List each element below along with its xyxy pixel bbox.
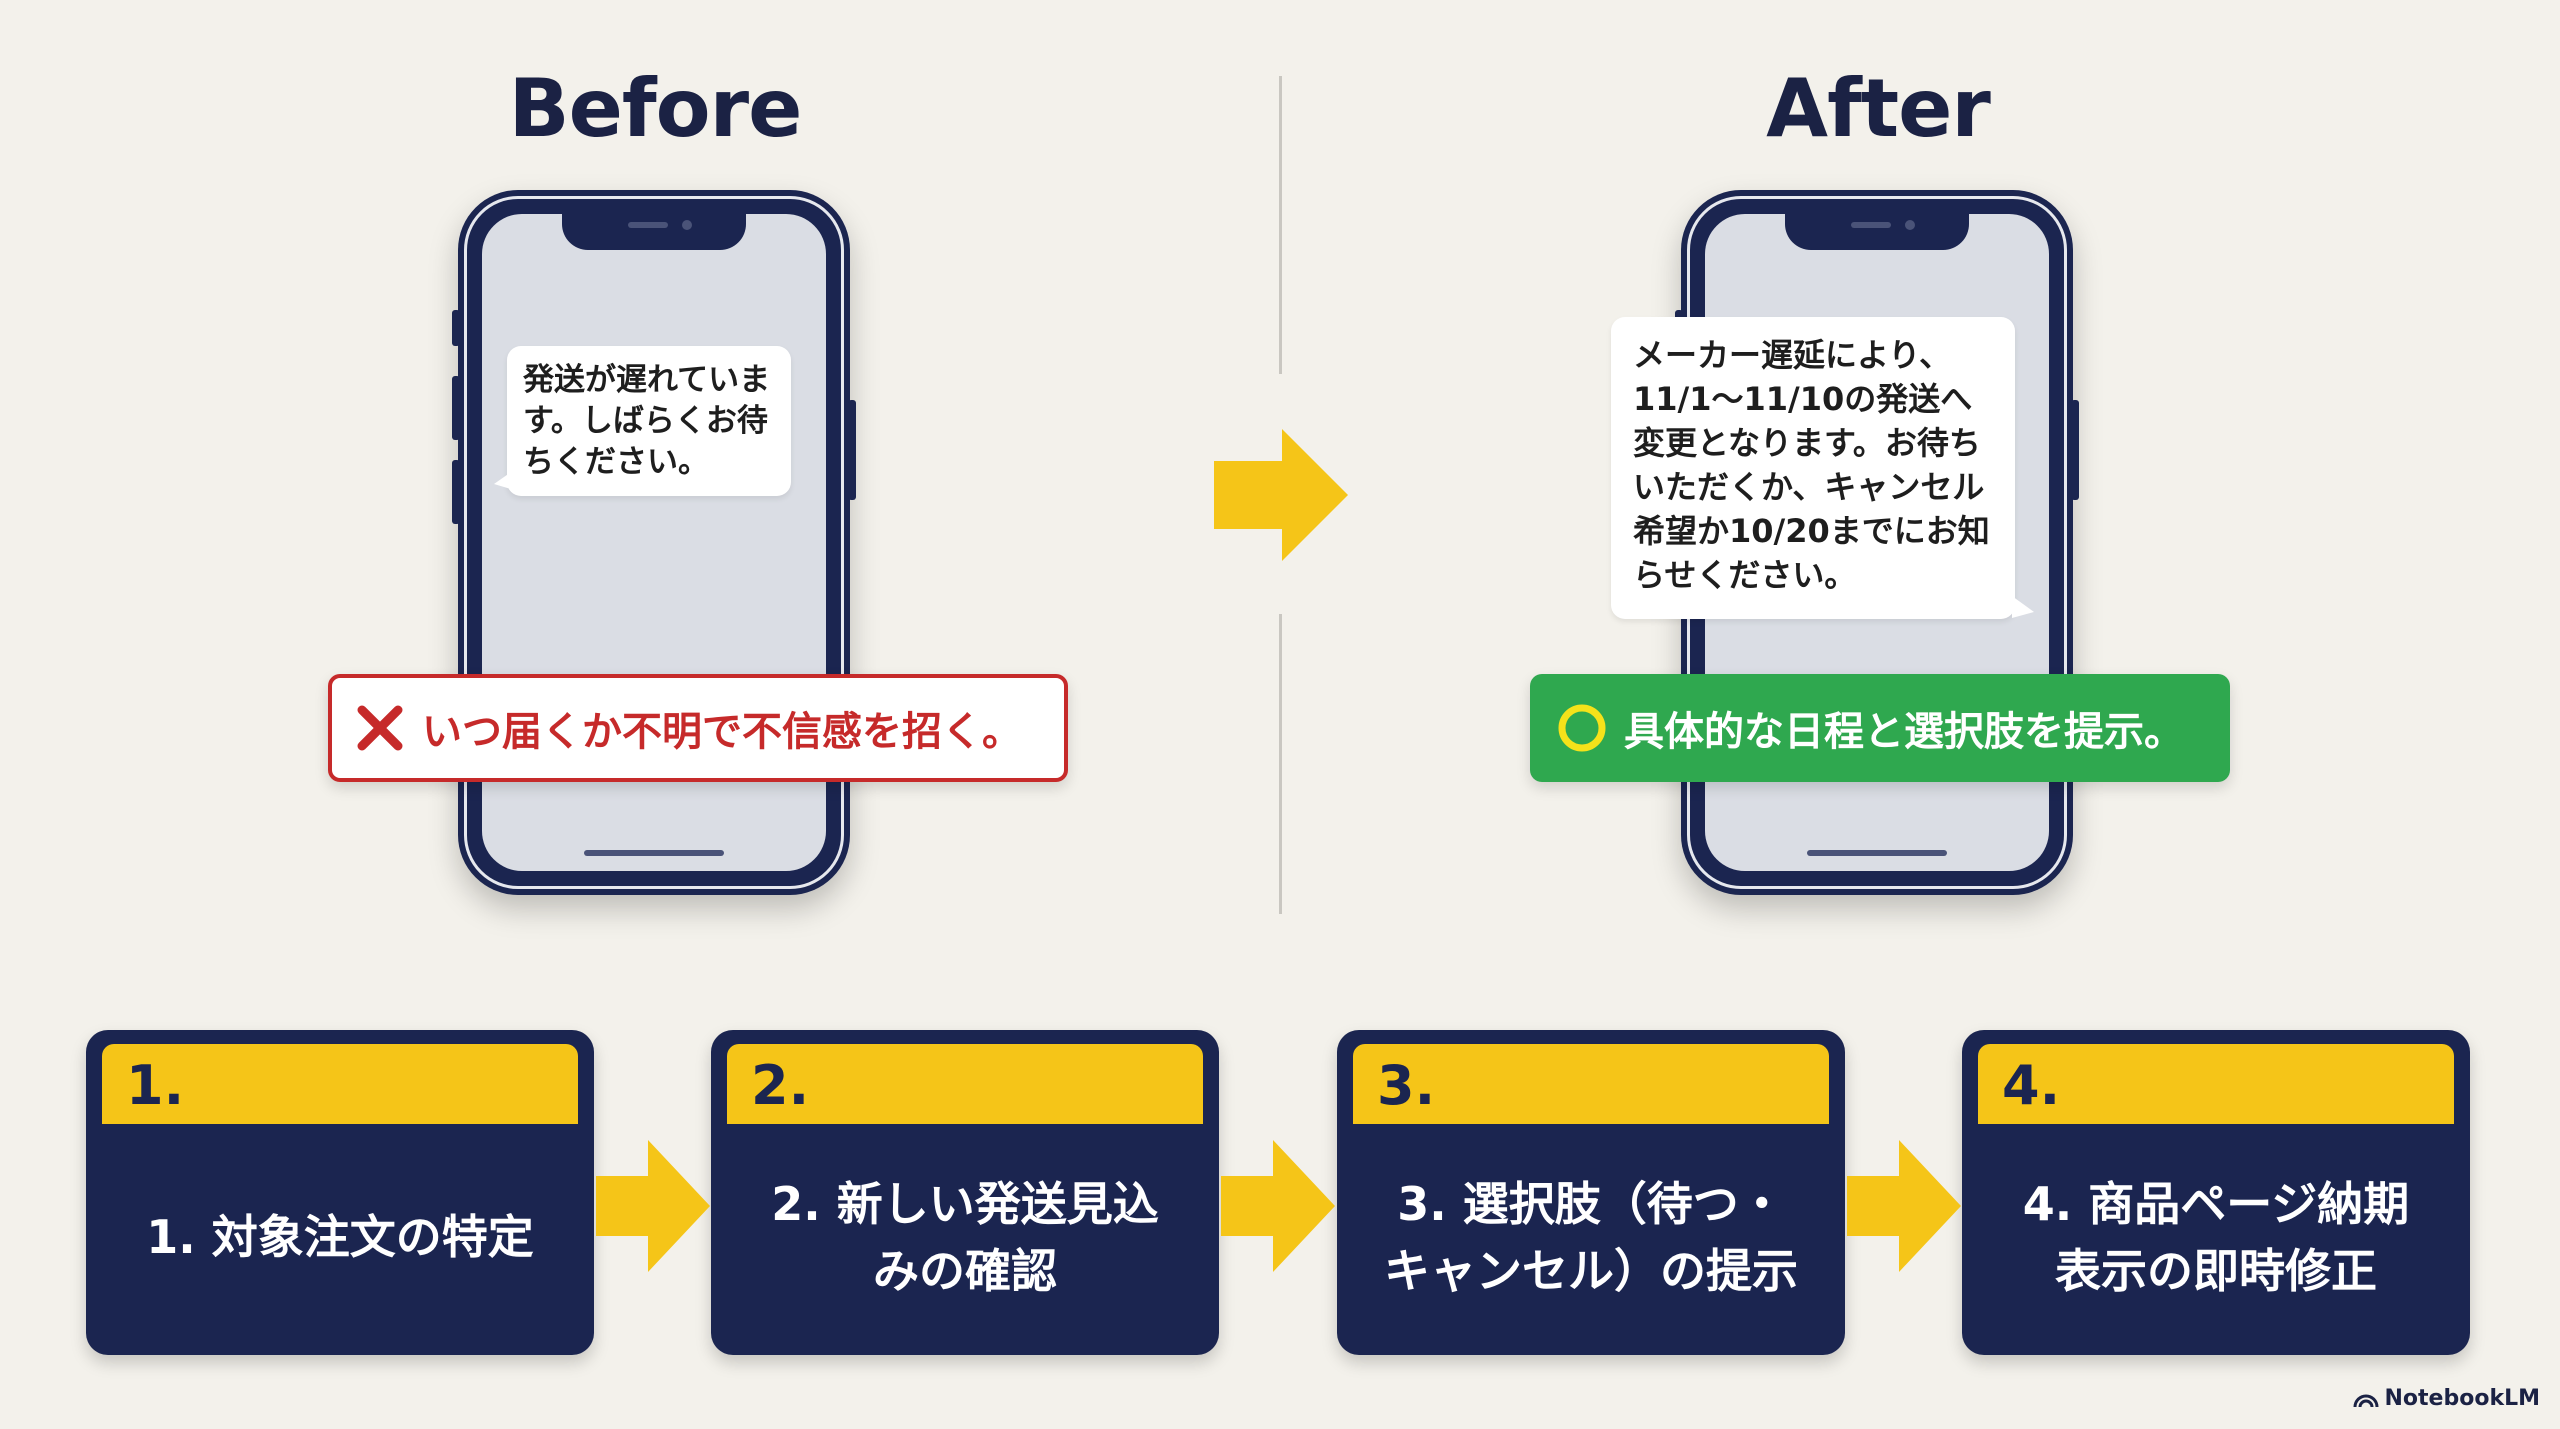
before-message-text: 発送が遅れていま す。しばらくお待 ちください。 xyxy=(523,362,771,480)
before-bubble-tail xyxy=(494,470,514,490)
step-text-2: 2. 新しい発送見込 みの確認 xyxy=(771,1176,1159,1298)
after-message-bubble: メーカー遅延により、 11/1〜11/10の発送へ 変更となります。お待ち いた… xyxy=(1611,317,2015,619)
step-text-1: 1. 対象注文の特定 xyxy=(146,1210,534,1265)
cross-icon xyxy=(357,705,403,751)
before-verdict-badge: いつ届くか不明で不信感を招く。 xyxy=(328,674,1068,782)
arrow-right-icon xyxy=(1214,429,1348,561)
step-text-3: 3. 選択肢（待つ・ キャンセル）の提示 xyxy=(1384,1176,1798,1298)
step-text-4: 4. 商品ページ納期 表示の即時修正 xyxy=(2022,1176,2410,1298)
before-verdict-text: いつ届くか不明で不信感を招く。 xyxy=(422,709,1022,755)
before-phone xyxy=(452,190,856,895)
step-number-4: 4. xyxy=(1978,1044,2454,1124)
before-message-bubble: 発送が遅れていま す。しばらくお待 ちください。 xyxy=(507,346,791,496)
step-number-3: 3. xyxy=(1353,1044,1829,1124)
after-bubble-tail xyxy=(2012,596,2034,618)
after-heading: After xyxy=(1766,62,1991,155)
phone-notch xyxy=(562,210,746,250)
phone-notch xyxy=(1785,210,1969,250)
side-button xyxy=(2071,400,2079,500)
home-indicator xyxy=(1807,850,1947,856)
home-indicator xyxy=(584,850,724,856)
arrow-right-icon xyxy=(1221,1140,1335,1272)
side-button xyxy=(848,400,856,500)
before-heading: Before xyxy=(508,62,803,155)
after-message-text: メーカー遅延により、 11/1〜11/10の発送へ 変更となります。お待ち いた… xyxy=(1633,336,1990,594)
step-number-1: 1. xyxy=(102,1044,578,1124)
side-button xyxy=(452,310,460,346)
after-verdict-badge: 具体的な日程と選択肢を提示。 xyxy=(1530,674,2230,782)
divider-bottom xyxy=(1279,614,1282,914)
step-card-2: 2. 2. 新しい発送見込 みの確認 xyxy=(711,1030,1219,1355)
after-verdict-text: 具体的な日程と選択肢を提示。 xyxy=(1624,709,2184,755)
circle-icon xyxy=(1558,704,1606,752)
divider-top xyxy=(1279,76,1282,374)
step-card-4: 4. 4. 商品ページ納期 表示の即時修正 xyxy=(1962,1030,2470,1355)
step-card-1: 1. 1. 対象注文の特定 xyxy=(86,1030,594,1355)
arrow-right-icon xyxy=(1847,1140,1961,1272)
side-button xyxy=(452,460,460,524)
arrow-right-icon xyxy=(596,1140,710,1272)
step-card-3: 3. 3. 選択肢（待つ・ キャンセル）の提示 xyxy=(1337,1030,1845,1355)
brand-watermark: NotebookLM xyxy=(2353,1386,2540,1411)
notebooklm-logo-icon xyxy=(2353,1394,2379,1407)
step-number-2: 2. xyxy=(727,1044,1203,1124)
brand-name: NotebookLM xyxy=(2384,1386,2540,1411)
side-button xyxy=(452,376,460,440)
